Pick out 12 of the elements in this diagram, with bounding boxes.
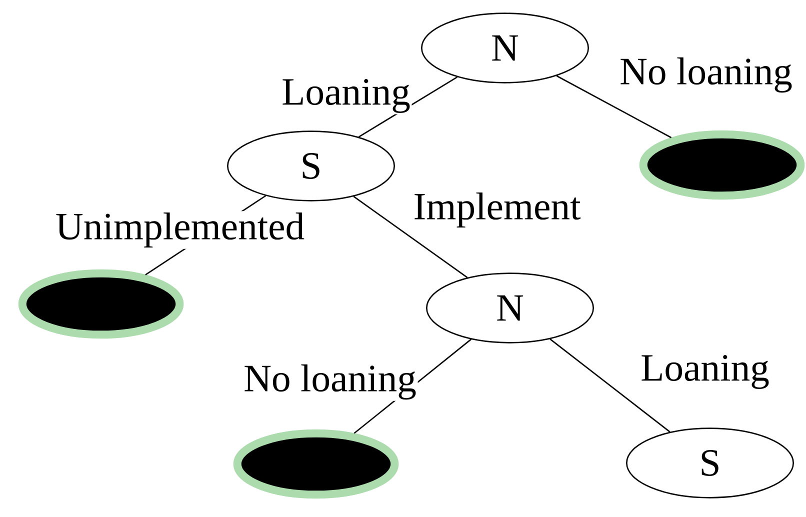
edge-label: Loaning (639, 354, 771, 390)
terminal-ellipse (18, 269, 184, 339)
edge-label: Unimplemented (54, 211, 306, 249)
edge-label: No loaning (242, 363, 418, 401)
terminal-ellipse (233, 429, 399, 499)
edge-label: No loaning (618, 56, 794, 94)
branch-line (550, 338, 670, 432)
edge-label: Implement (412, 191, 582, 229)
terminal-ellipse (639, 130, 805, 200)
branch-line (353, 196, 468, 278)
branch-line (556, 75, 672, 138)
edge-label: Loaning (280, 78, 412, 114)
